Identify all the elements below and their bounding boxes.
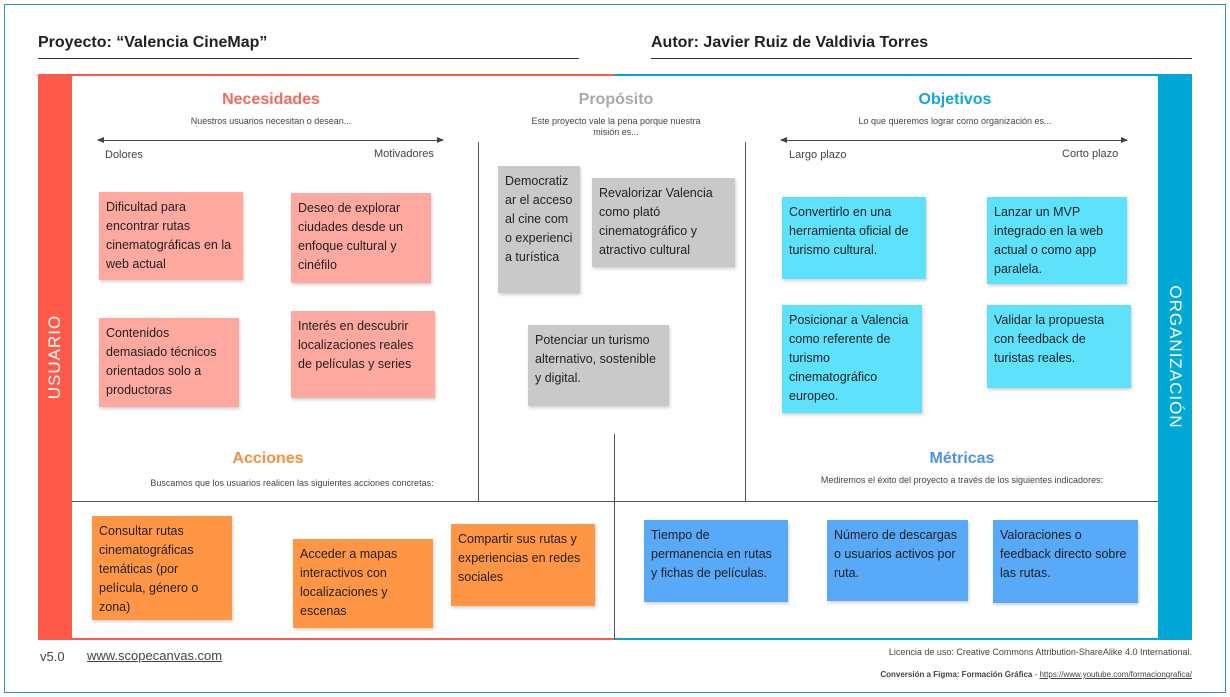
necesidades-note[interactable]: Dificultad para encontrar rutas cinemato… — [99, 192, 243, 280]
figma-credit-label: Conversión a Figma: Formación Gráfica — [880, 670, 1033, 679]
necesidades-axis-left: Dolores — [105, 149, 143, 161]
necesidades-title: Necesidades — [222, 91, 320, 108]
objetivos-axis-arrow — [780, 137, 1128, 143]
canvas-border-top-org — [614, 74, 1192, 76]
objetivos-title: Objetivos — [918, 91, 992, 108]
figma-credit: Conversión a Figma: Formación Gráfica - … — [880, 670, 1192, 679]
objetivos-note[interactable]: Lanzar un MVP integrado en la web actual… — [987, 197, 1127, 284]
organizacion-label: ORGANIZACIÓN — [1166, 285, 1185, 429]
usuario-label: USUARIO — [45, 314, 64, 400]
acciones-subtitle: Buscamos que los usuarios realicen las s… — [150, 478, 434, 488]
proposito-note[interactable]: Democratizar el acceso al cine como expe… — [498, 166, 580, 293]
canvas-frame — [4, 4, 1226, 693]
canvas-border-bottom-user — [38, 638, 614, 640]
organizacion-sidebar: ORGANIZACIÓN — [1158, 75, 1192, 639]
version-label: v5.0 — [40, 649, 65, 664]
necesidades-axis-arrow — [97, 137, 444, 143]
necesidades-note[interactable]: Contenidos demasiado técnicos orientados… — [99, 318, 239, 407]
proposito-subtitle: Este proyecto vale la pena porque nuestr… — [531, 116, 701, 137]
necesidades-note[interactable]: Interés en descubrir localizaciones real… — [291, 311, 435, 398]
necesidades-note[interactable]: Deseo de explorar ciudades desde un enfo… — [291, 193, 431, 283]
scopecanvas-link[interactable]: www.scopecanvas.com — [87, 648, 223, 663]
proposito-note[interactable]: Potenciar un turismo alternativo, sosten… — [528, 325, 669, 406]
canvas-border-bottom-org — [614, 638, 1192, 640]
metricas-subtitle: Mediremos el éxito del proyecto a través… — [820, 475, 1104, 485]
objetivos-note[interactable]: Posicionar a Valencia como referente de … — [782, 305, 922, 413]
usuario-sidebar: USUARIO — [38, 75, 72, 639]
figma-credit-link[interactable]: https://www.youtube.com/formaciongrafica… — [1039, 670, 1192, 679]
divider-acciones-metricas — [614, 434, 615, 639]
objetivos-note[interactable]: Validar la propuesta con feedback de tur… — [987, 305, 1131, 388]
objetivos-axis-right: Corto plazo — [1062, 148, 1119, 160]
acciones-title: Acciones — [232, 450, 304, 467]
acciones-note[interactable]: Compartir sus rutas y experiencias en re… — [451, 524, 595, 606]
necesidades-subtitle: Nuestros usuarios necesitan o desean... — [190, 116, 352, 126]
proposito-note[interactable]: Revalorizar Valencia como plató cinemato… — [592, 178, 735, 267]
metricas-title: Métricas — [929, 450, 995, 467]
metricas-note[interactable]: Valoraciones o feedback directo sobre la… — [993, 520, 1138, 603]
license-text: Licencia de uso: Creative Commons Attrib… — [888, 647, 1192, 657]
acciones-note[interactable]: Consultar rutas cinematográficas temátic… — [92, 516, 232, 620]
project-title: Proyecto: “Valencia CineMap” — [38, 34, 268, 51]
author-underline — [651, 58, 1192, 59]
necesidades-axis-right: Motivadores — [374, 148, 434, 160]
author-title: Autor: Javier Ruiz de Valdivia Torres — [651, 34, 929, 51]
proposito-title: Propósito — [578, 91, 654, 108]
objetivos-subtitle: Lo que queremos lograr como organización… — [858, 116, 1052, 126]
objetivos-note[interactable]: Convertirlo en una herramienta oficial d… — [782, 197, 926, 279]
acciones-note[interactable]: Acceder a mapas interactivos con localiz… — [293, 539, 433, 628]
project-underline — [38, 58, 579, 59]
figma-credit-separator: - — [1032, 670, 1040, 679]
objetivos-axis-left: Largo plazo — [789, 149, 847, 161]
canvas-border-top-user — [38, 74, 614, 76]
metricas-note[interactable]: Número de descargas o usuarios activos p… — [827, 520, 968, 601]
divider-horizontal — [72, 501, 1158, 502]
metricas-note[interactable]: Tiempo de permanencia en rutas y fichas … — [644, 520, 788, 602]
divider-proposito-objetivos — [745, 142, 746, 501]
divider-necesidades-proposito — [478, 142, 479, 501]
